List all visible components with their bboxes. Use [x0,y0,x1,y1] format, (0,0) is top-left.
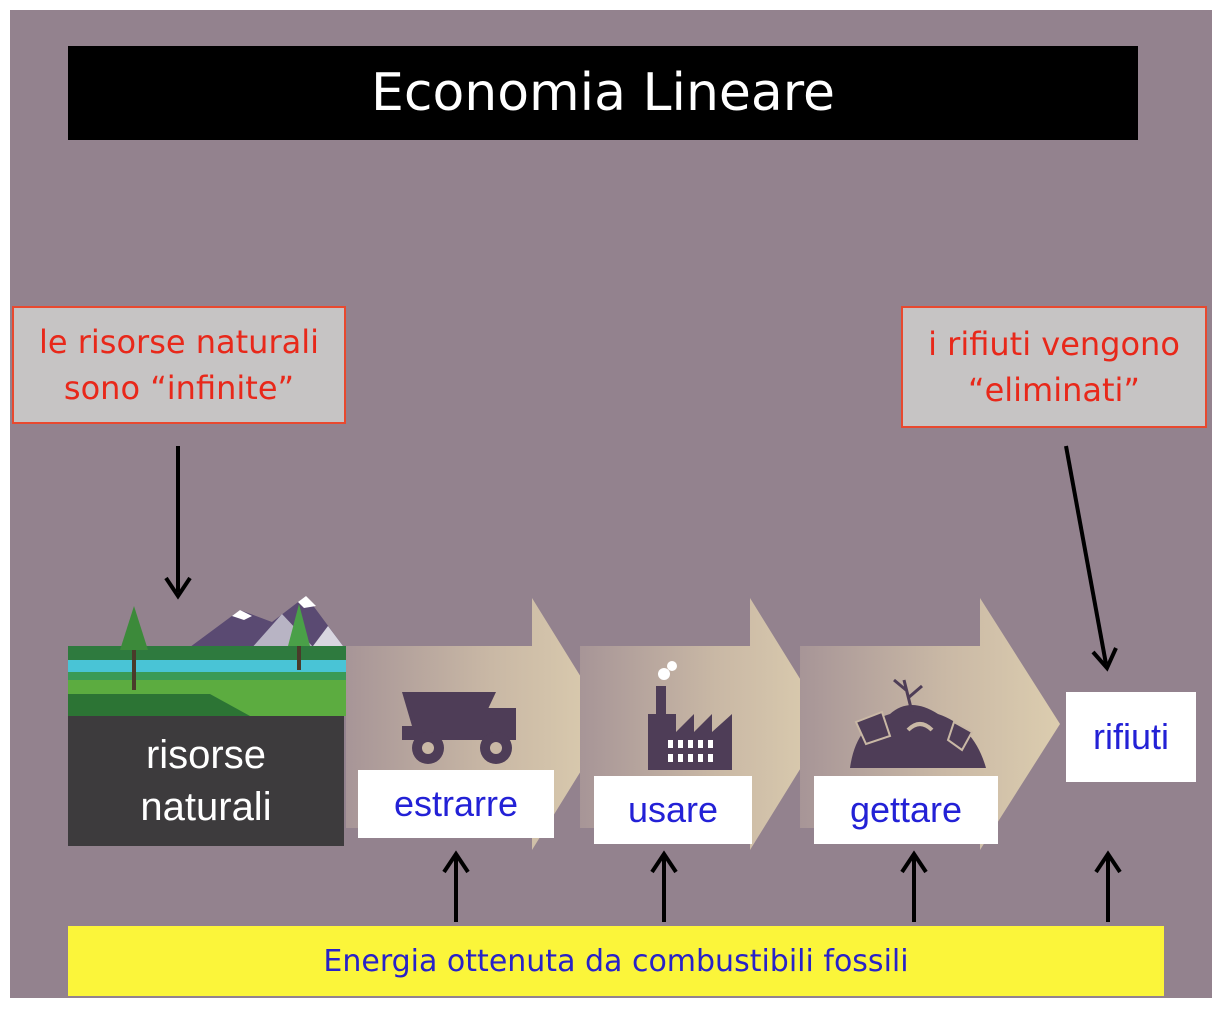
landscape-icon [68,596,346,716]
energy-arrow-3-head [900,850,928,874]
step-throw-away-label: gettare [849,789,963,830]
page-title-text: Economia Lineare [371,63,835,123]
natural-resources-line2: naturali [140,785,272,829]
flow-arrows [68,445,1122,922]
step-use-label: usare [627,789,719,830]
natural-resources-line1: risorse [145,733,266,777]
callout-waste-eliminated: i rifiuti vengono “eliminati” [901,306,1207,428]
energy-arrow-1-head [442,850,470,874]
callout-left-line1: le risorse naturali [39,323,319,361]
step-waste: rifiuti [1066,692,1196,782]
fossil-energy-text: Energia ottenuta da combustibili fossili [323,943,909,979]
callout-right-line1: i rifiuti vengono [928,325,1180,363]
step-use: usare [594,776,752,844]
callout-infinite-resources: le risorse naturali sono “infinite” [12,306,346,424]
page-title: Economia Lineare [68,46,1138,140]
callout-left-arrow-head [164,576,192,600]
step-waste-label: rifiuti [1092,716,1169,757]
callout-right-arrow-head [1091,647,1118,672]
trash-heap-icon [850,678,986,768]
slide: Economia Lineare le risorse naturali son… [10,10,1212,998]
callout-right-line2: “eliminati” [967,371,1140,409]
factory-icon [648,661,732,770]
step-extract-label: estrarre [393,783,519,824]
natural-resources-box: risorse naturali [68,716,344,846]
energy-arrow-2-head [650,850,678,874]
energy-arrow-4-head [1094,850,1122,874]
callout-right-arrow-line [1064,445,1108,665]
mining-truck-icon [402,692,516,764]
callout-left-line2: sono “infinite” [63,369,295,407]
step-throw-away: gettare [814,776,998,844]
step-extract: estrarre [358,770,554,838]
fossil-energy-bar: Energia ottenuta da combustibili fossili [68,926,1164,996]
